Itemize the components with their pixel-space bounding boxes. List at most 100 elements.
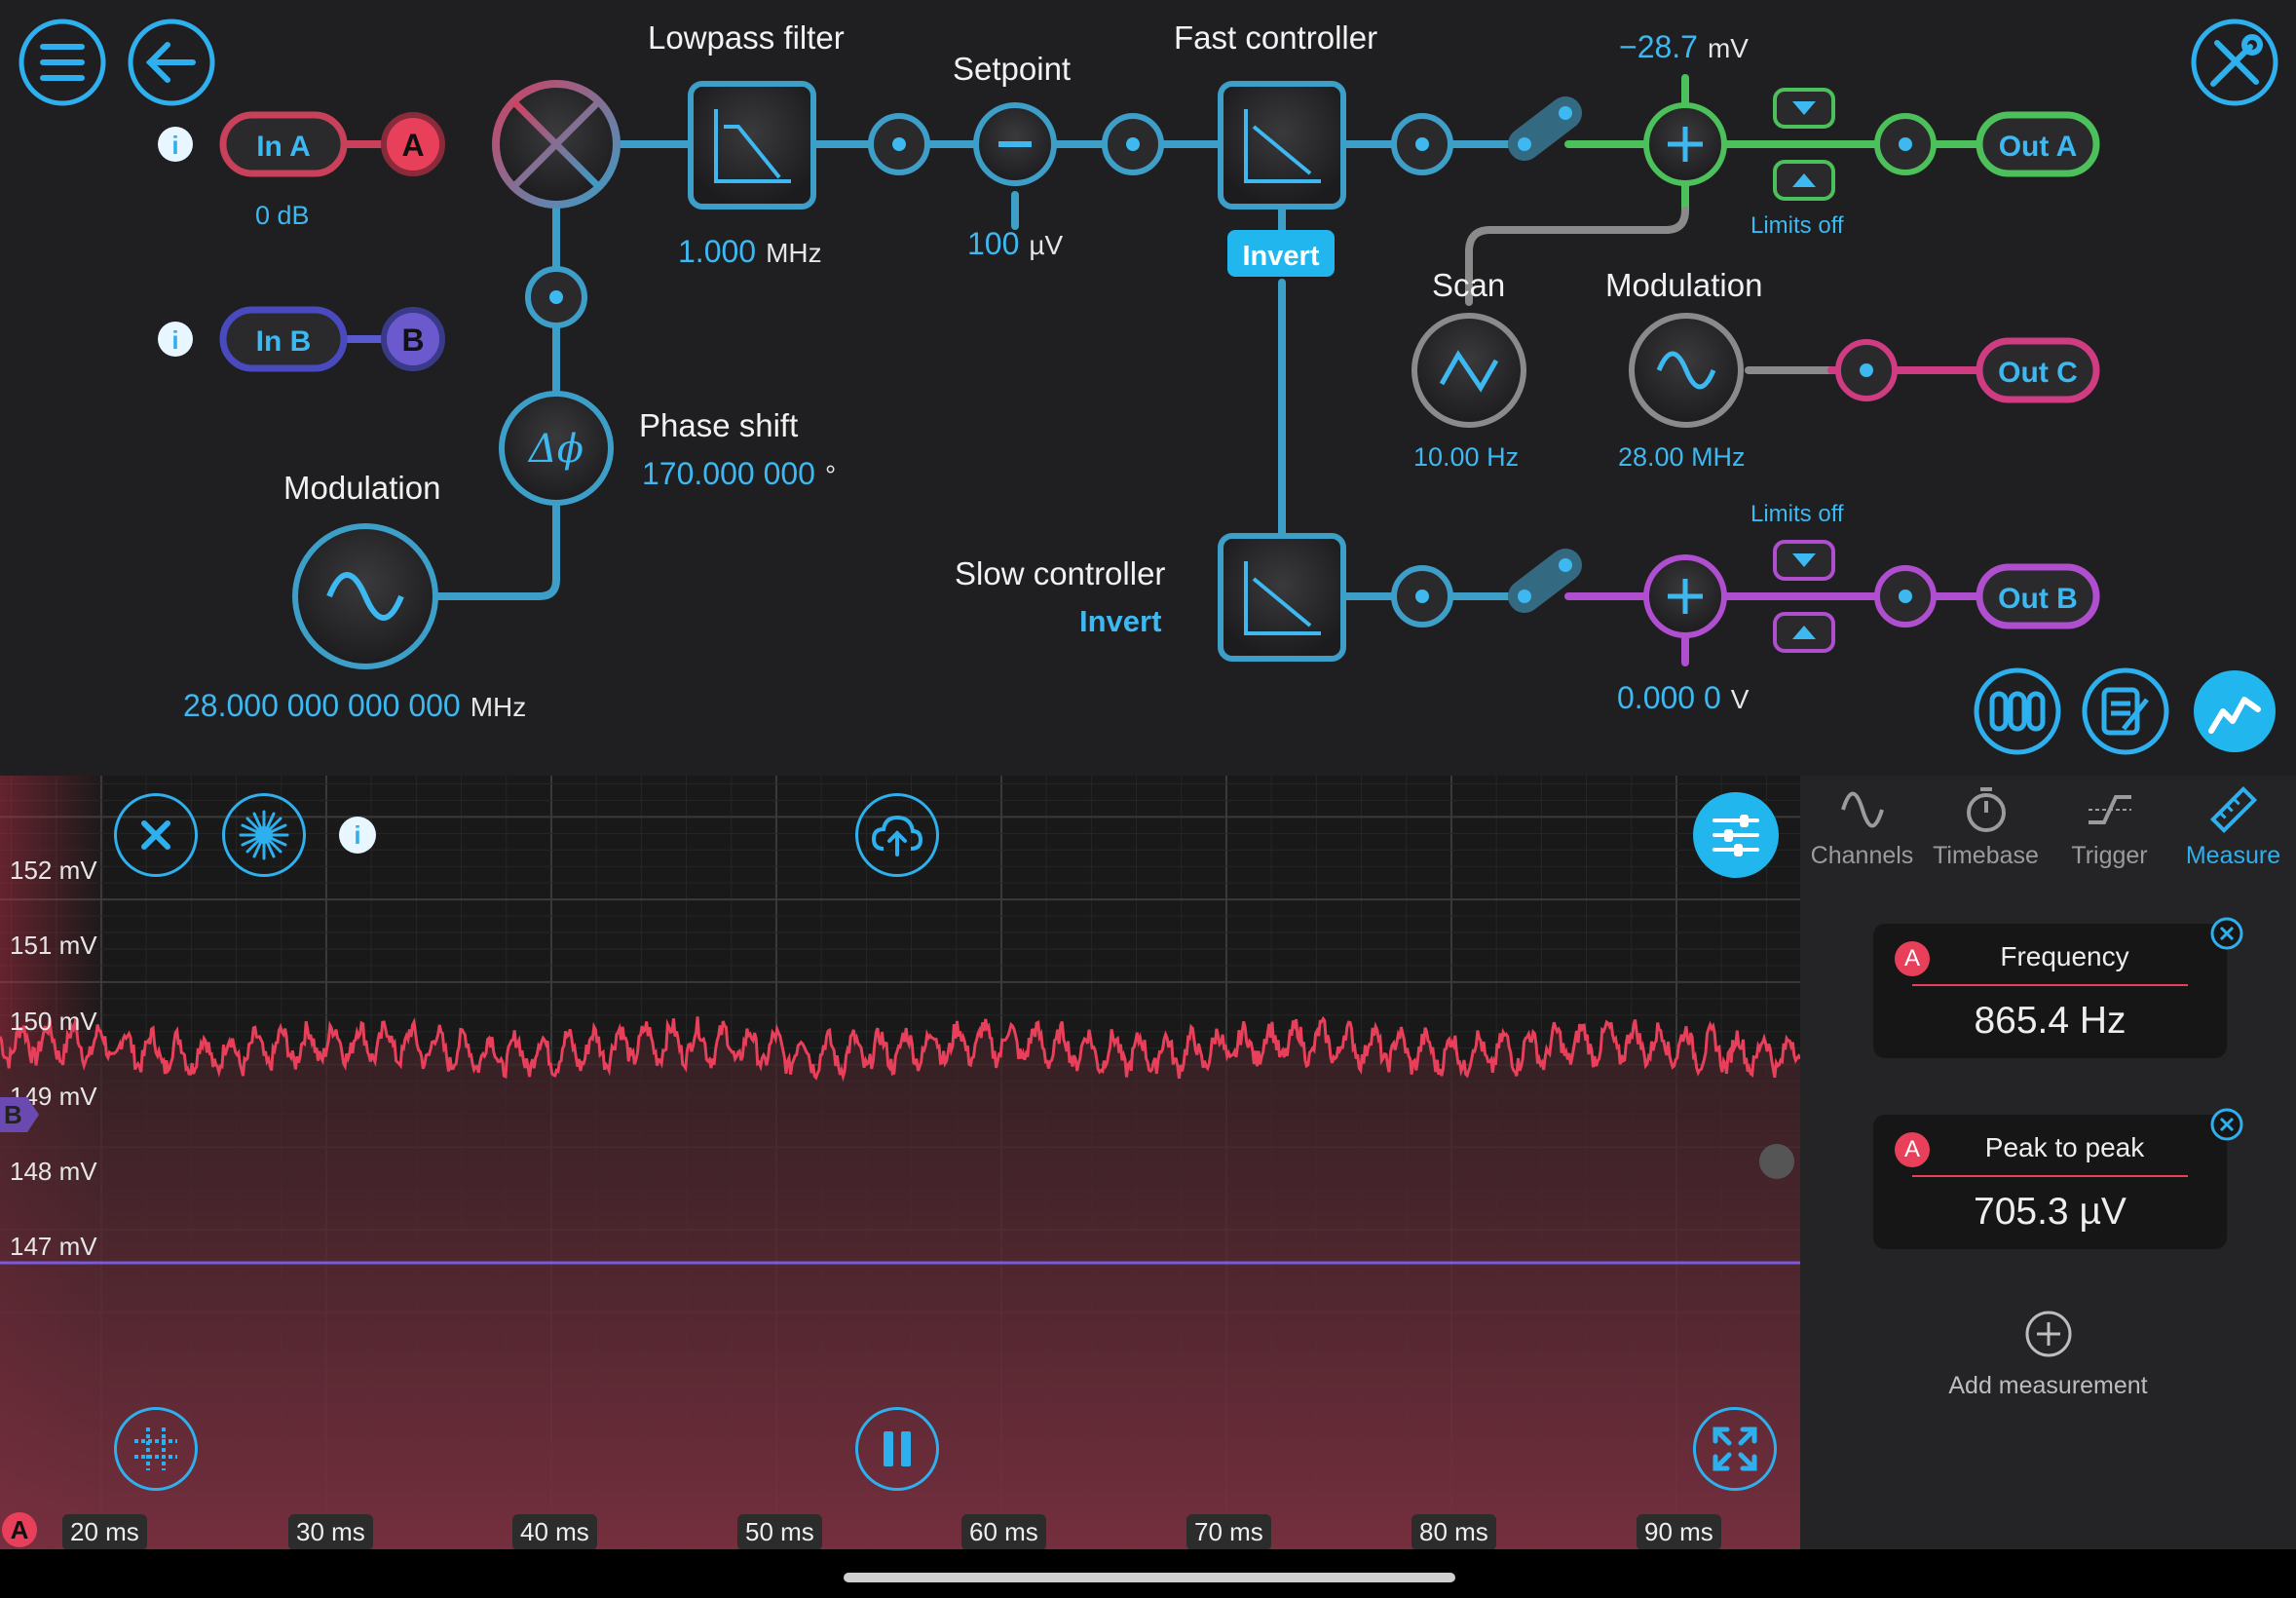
scope-settings-button[interactable] xyxy=(1693,792,1779,878)
channel-b-badge[interactable]: B xyxy=(381,307,445,371)
scan-value[interactable]: 10.00 Hz xyxy=(1413,442,1520,472)
channel-a-badge[interactable]: A xyxy=(381,112,445,176)
trace-a-line xyxy=(0,1015,1800,1083)
channel-a-marker[interactable]: A xyxy=(2,1512,37,1547)
junction-node[interactable] xyxy=(525,266,587,328)
out-a-sum-node[interactable] xyxy=(1643,102,1727,186)
junction-node[interactable] xyxy=(1835,339,1898,401)
junction-node[interactable] xyxy=(868,113,930,175)
out-a-node[interactable]: Out A xyxy=(1976,111,2100,177)
switch-toggle[interactable] xyxy=(1508,549,1582,613)
scope-sidebar: Channels Timebase Trigger Measure A Freq… xyxy=(1800,776,2296,1549)
setpoint-knob[interactable] xyxy=(973,102,1057,186)
trigger-level-marker[interactable] xyxy=(1759,1144,1794,1179)
demod-modulation-oscillator[interactable] xyxy=(292,523,438,669)
home-indicator[interactable] xyxy=(844,1573,1455,1582)
channel-a-badge-label: A xyxy=(401,128,424,163)
tab-label: Measure xyxy=(2185,842,2281,869)
tools-button[interactable] xyxy=(2191,19,2278,106)
mixer-icon[interactable] xyxy=(492,80,621,209)
notes-button[interactable] xyxy=(2082,667,2169,755)
out-b-offset-value: 0.000 0 xyxy=(1617,680,1721,715)
out-c-node[interactable]: Out C xyxy=(1976,337,2100,403)
lowpass-filter-block[interactable] xyxy=(688,81,816,209)
expand-button[interactable] xyxy=(1693,1407,1777,1491)
out-b-sum-node[interactable] xyxy=(1643,554,1727,638)
laser-button[interactable] xyxy=(222,793,306,877)
tab-channels[interactable]: Channels xyxy=(1800,776,1924,883)
out-b-limit-min[interactable] xyxy=(1773,612,1835,653)
lowpass-unit: MHz xyxy=(766,238,822,268)
menu-button[interactable] xyxy=(19,19,106,106)
y-tick-label: 147 mV xyxy=(10,1232,97,1261)
demod-modulation-unit: MHz xyxy=(470,692,527,722)
info-icon[interactable]: i xyxy=(339,817,376,854)
tab-trigger[interactable]: Trigger xyxy=(2048,776,2171,883)
measurement-name: Frequency xyxy=(2000,941,2129,971)
in-a-node[interactable]: In A xyxy=(219,111,348,177)
in-b-label: In B xyxy=(256,325,312,358)
junction-node[interactable] xyxy=(1874,113,1937,175)
info-icon[interactable]: i xyxy=(158,127,193,162)
triangle-up-icon xyxy=(1792,173,1816,187)
scope-button[interactable] xyxy=(2194,670,2276,752)
fast-controller-block[interactable] xyxy=(1218,81,1346,209)
measurement-card-peak-to-peak[interactable]: A Peak to peak 705.3 µV xyxy=(1873,1108,2243,1249)
fast-controller-invert-button[interactable]: Invert xyxy=(1227,230,1335,277)
crosshair-grid-button[interactable] xyxy=(114,1407,198,1491)
out-a-limit-max[interactable] xyxy=(1773,88,1835,129)
setpoint-unit: µV xyxy=(1029,230,1064,260)
slow-controller-block[interactable] xyxy=(1218,533,1346,662)
junction-node[interactable] xyxy=(1391,113,1453,175)
oscilloscope-view[interactable]: 152 mV 151 mV 150 mV 149 mV 148 mV 147 m… xyxy=(0,776,1800,1549)
measurement-card-frequency[interactable]: A Frequency 865.4 Hz xyxy=(1873,917,2243,1058)
phase-shift-value-group[interactable]: 170.000 000° xyxy=(642,456,836,492)
controller-icon xyxy=(1244,109,1321,183)
switch-toggle[interactable] xyxy=(1508,96,1582,161)
in-a-label: In A xyxy=(256,131,311,163)
back-button[interactable] xyxy=(128,19,215,106)
notes-edit-icon xyxy=(2101,687,2149,736)
x-tick-label: 60 ms xyxy=(961,1514,1046,1549)
y-tick-label: 151 mV xyxy=(10,931,97,960)
in-a-gain[interactable]: 0 dB xyxy=(255,201,310,230)
remove-measurement-icon[interactable] xyxy=(2209,1107,2244,1142)
info-icon[interactable]: i xyxy=(158,322,193,357)
cloud-upload-button[interactable] xyxy=(855,793,939,877)
close-scope-button[interactable] xyxy=(114,793,198,877)
y-tick-label: 152 mV xyxy=(10,856,97,885)
scan-oscillator[interactable] xyxy=(1411,313,1526,428)
x-tick-label: 80 ms xyxy=(1411,1514,1496,1549)
junction-node[interactable] xyxy=(1102,113,1164,175)
measurement-divider xyxy=(1912,984,2188,986)
out-b-limits-status: Limits off xyxy=(1750,501,1844,527)
out-modulation-value[interactable]: 28.00 MHz xyxy=(1618,442,1746,472)
scan-title: Scan xyxy=(1432,267,1506,303)
junction-node[interactable] xyxy=(1874,565,1937,628)
in-b-node[interactable]: In B xyxy=(219,306,348,372)
phase-shift-knob[interactable]: Δϕ xyxy=(499,391,614,506)
measurement-name: Peak to peak xyxy=(1984,1132,2145,1162)
cloud-upload-icon xyxy=(871,815,923,856)
slow-controller-invert-button[interactable]: Invert xyxy=(1079,604,1162,638)
fast-controller-title: Fast controller xyxy=(1174,19,1378,56)
out-b-node[interactable]: Out B xyxy=(1976,563,2100,629)
channels-layout-button[interactable] xyxy=(1974,667,2061,755)
pause-button[interactable] xyxy=(855,1407,939,1491)
tab-label: Timebase xyxy=(1933,842,2039,869)
filter-icon xyxy=(714,109,791,183)
stopwatch-icon xyxy=(1967,787,2006,832)
remove-measurement-icon[interactable] xyxy=(2209,916,2244,951)
out-a-limit-min[interactable] xyxy=(1773,160,1835,201)
add-measurement-button[interactable]: Add measurement xyxy=(1800,1310,2296,1427)
tab-measure[interactable]: Measure xyxy=(2171,776,2295,883)
junction-node[interactable] xyxy=(1391,565,1453,628)
out-modulation-oscillator[interactable] xyxy=(1629,313,1744,428)
tab-timebase[interactable]: Timebase xyxy=(1924,776,2048,883)
out-b-limit-max[interactable] xyxy=(1773,540,1835,581)
